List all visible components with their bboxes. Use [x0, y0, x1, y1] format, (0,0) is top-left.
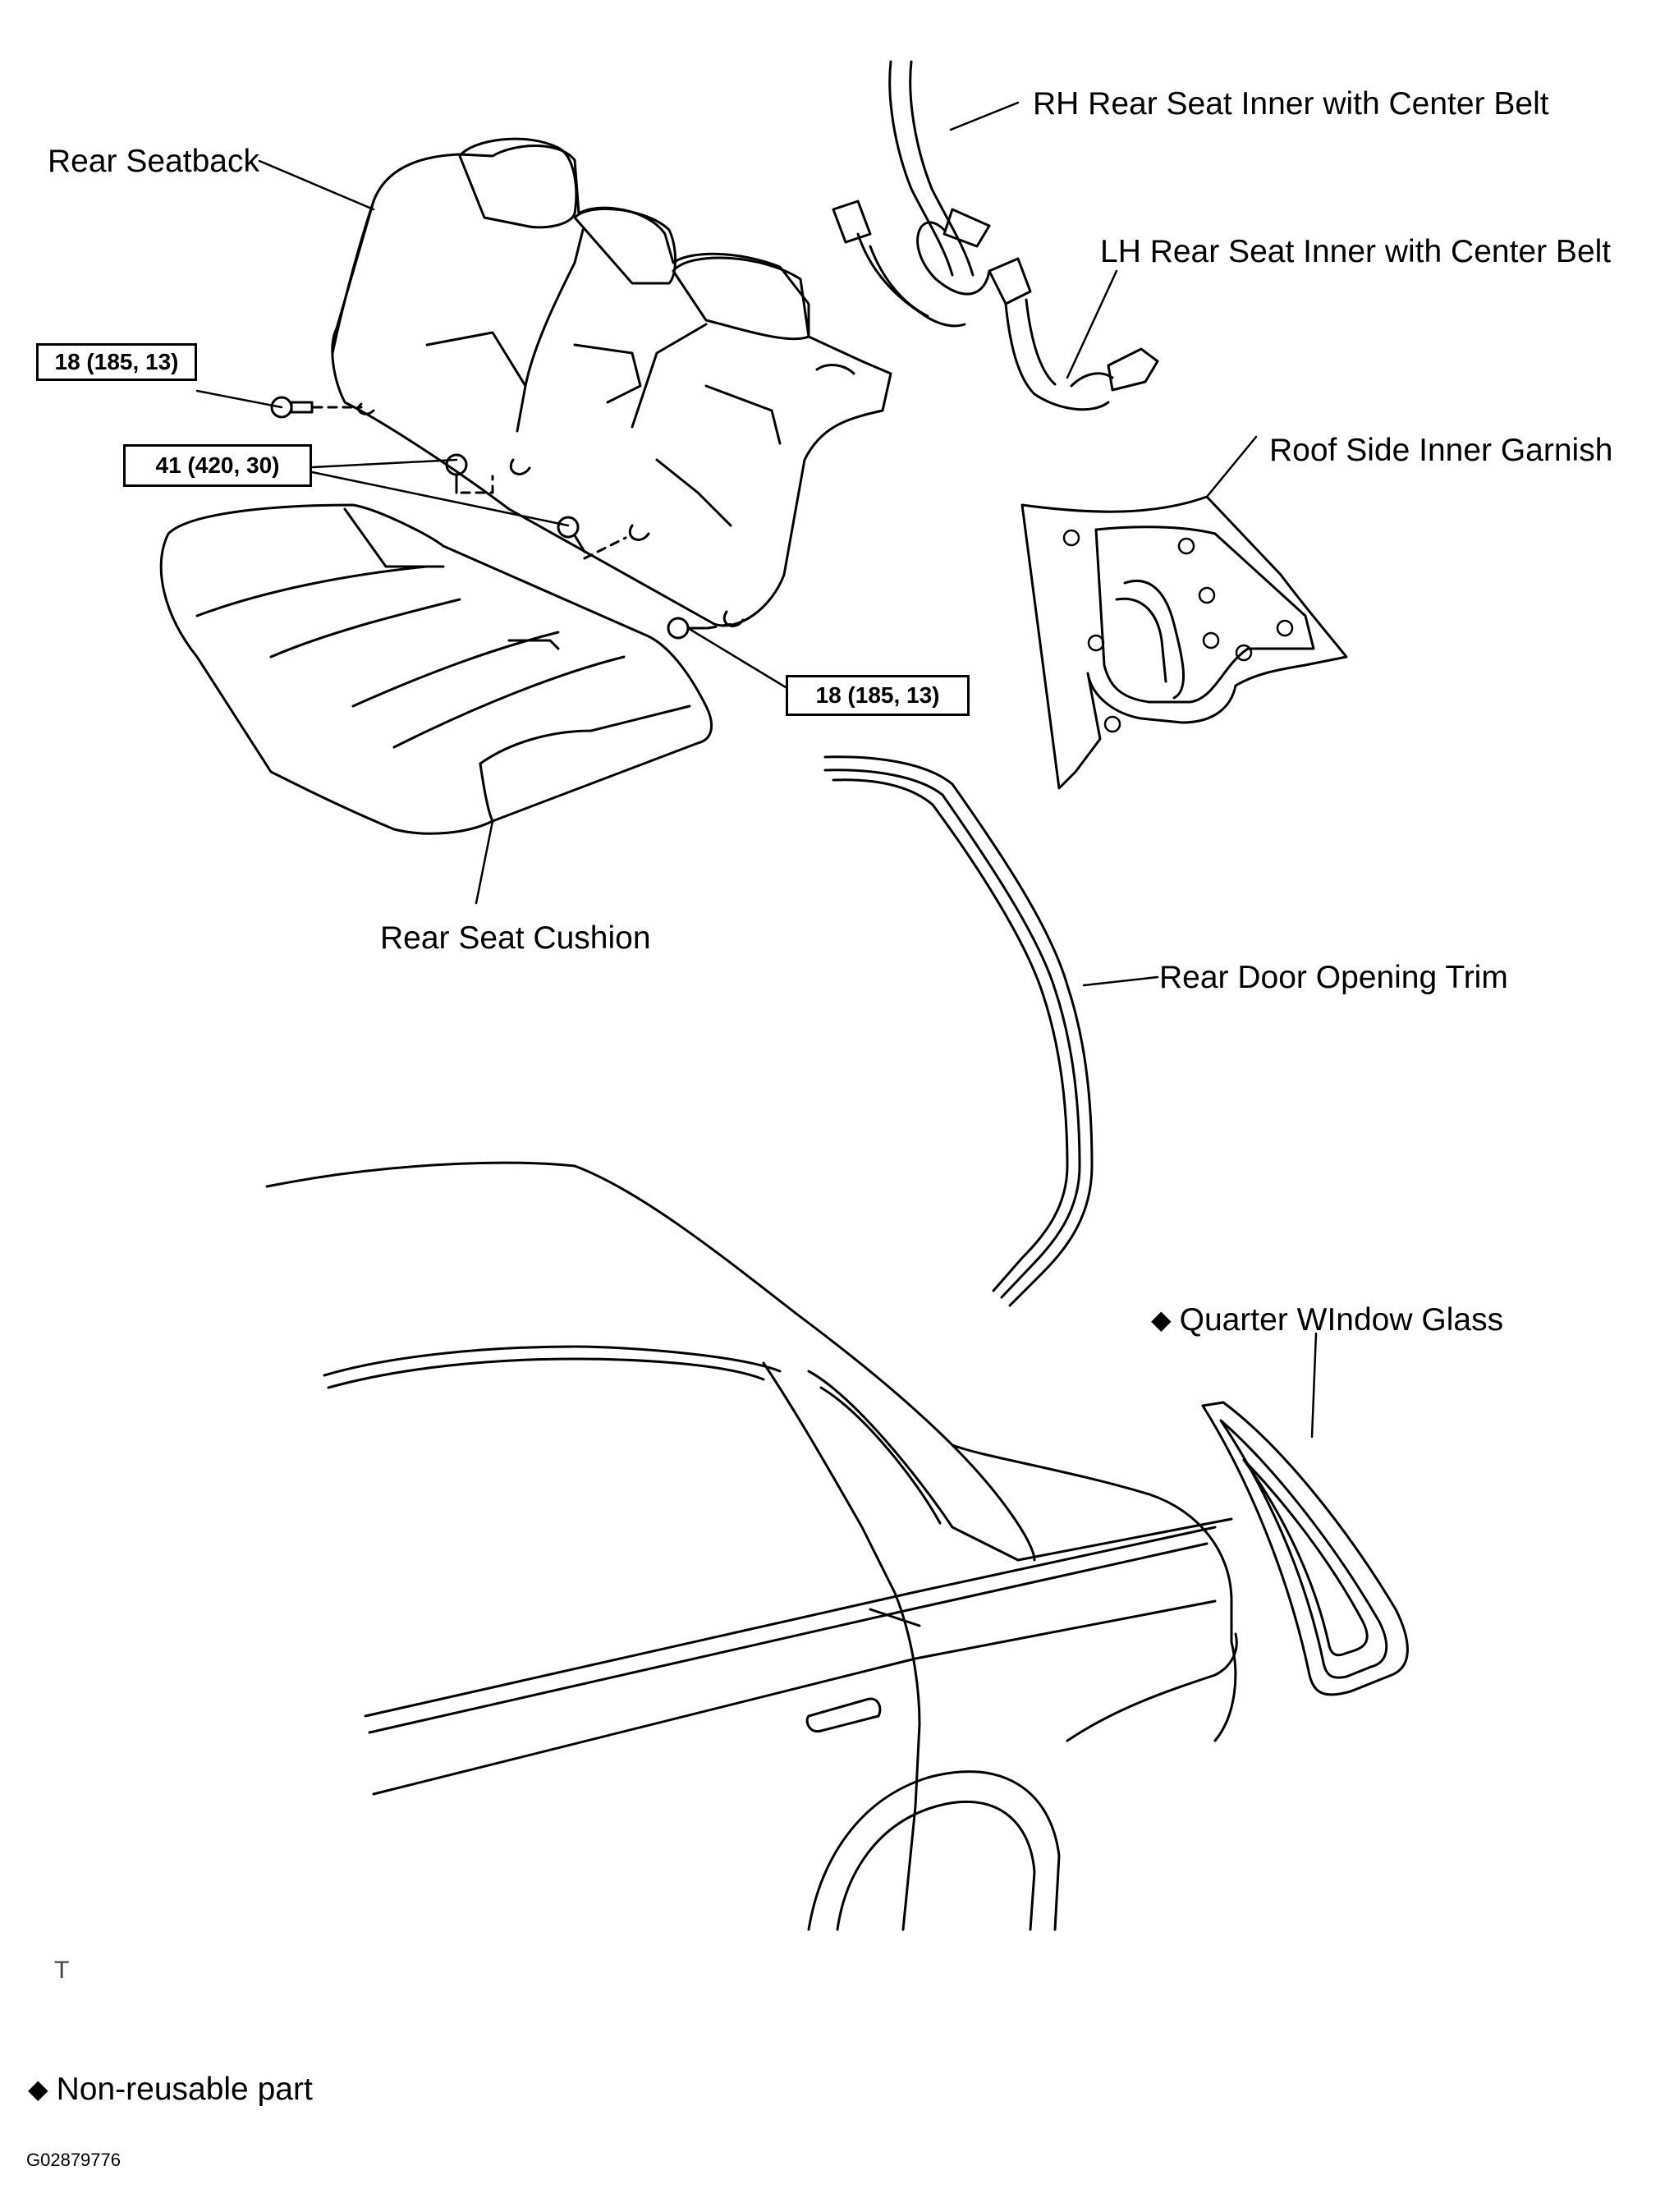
rear-door-trim-drawing	[823, 755, 1094, 1307]
label-rear-seat-cushion: Rear Seat Cushion	[380, 920, 651, 956]
rh-belt-drawing	[832, 60, 991, 328]
torque-spec-upper-left: 18 (185, 13)	[36, 343, 197, 381]
car-body-drawing	[265, 1161, 1238, 1931]
label-quarter-window-glass: ◆Quarter WIndow Glass	[1151, 1304, 1503, 1336]
seat-bolts	[270, 396, 734, 640]
label-roof-side-inner-garnish: Roof Side Inner Garnish	[1269, 433, 1613, 468]
legend-text: Non-reusable part	[56, 2072, 313, 2107]
quarter-glass-text: Quarter WIndow Glass	[1179, 1302, 1504, 1338]
corner-mark: T	[54, 1957, 70, 1984]
torque-spec-lower-right: 18 (185, 13)	[786, 675, 970, 716]
roof-garnish-drawing	[1020, 495, 1348, 790]
label-rear-door-opening-trim: Rear Door Opening Trim	[1159, 960, 1508, 995]
figure-id: G02879776	[26, 2150, 121, 2170]
legend-diamond-icon: ◆	[28, 2074, 48, 2104]
torque-spec-middle: 41 (420, 30)	[123, 444, 312, 487]
label-rh-rear-seat-belt: RH Rear Seat Inner with Center Belt	[1033, 86, 1549, 122]
leader-lines	[195, 101, 1318, 1439]
rear-seat-cushion-drawing	[159, 503, 713, 835]
lh-belt-drawing	[988, 257, 1159, 411]
label-lh-rear-seat-belt: LH Rear Seat Inner with Center Belt	[1100, 234, 1612, 269]
legend-non-reusable-part: ◆ Non-reusable part	[28, 2073, 313, 2105]
rear-seatback-drawing	[331, 137, 892, 627]
label-rear-seatback: Rear Seatback	[48, 144, 259, 179]
quarter-glass-drawing	[1201, 1401, 1409, 1696]
non-reusable-diamond-icon: ◆	[1151, 1305, 1172, 1334]
